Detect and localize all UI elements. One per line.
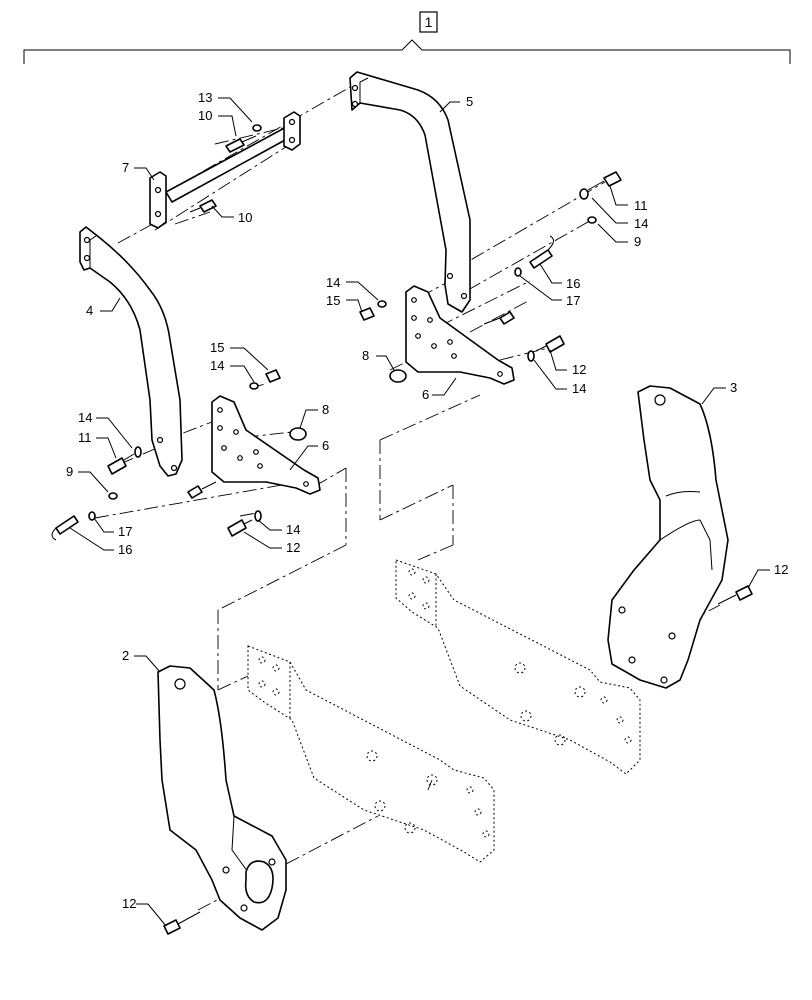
callout-8: 8 bbox=[322, 402, 329, 417]
callout-4: 4 bbox=[86, 303, 93, 318]
assembly-bracket: 1 bbox=[23, 11, 791, 64]
callout-12: 12 bbox=[572, 362, 586, 377]
callout-9: 9 bbox=[634, 234, 641, 249]
callout-7: 7 bbox=[122, 160, 129, 175]
callout-10: 10 bbox=[238, 210, 252, 225]
callout-2: 2 bbox=[122, 648, 129, 663]
callout-5: 5 bbox=[466, 94, 473, 109]
callout-15: 15 bbox=[326, 293, 340, 308]
leader-lines bbox=[69, 97, 770, 927]
callout-11: 11 bbox=[78, 430, 92, 445]
callout-13: 13 bbox=[198, 90, 212, 105]
callout-3: 3 bbox=[730, 380, 737, 395]
callout-16: 16 bbox=[566, 276, 580, 291]
callout-16: 16 bbox=[118, 542, 132, 557]
hardware bbox=[51, 124, 753, 935]
callout-6: 6 bbox=[322, 438, 329, 453]
callout-12: 12 bbox=[122, 896, 136, 911]
callout-14: 14 bbox=[634, 216, 648, 231]
callout-17: 17 bbox=[566, 293, 580, 308]
callout-17: 17 bbox=[118, 524, 132, 539]
part-4-left-arm bbox=[79, 226, 183, 477]
part-6-left-bracket bbox=[211, 395, 321, 495]
callout-14: 14 bbox=[78, 410, 92, 425]
part-5-right-arm bbox=[349, 71, 471, 313]
callout-15: 15 bbox=[210, 340, 224, 355]
part-7-cross-tube bbox=[149, 111, 301, 229]
callout-6: 6 bbox=[422, 387, 429, 402]
part-3-right-side-plate bbox=[607, 385, 729, 689]
callouts: 13 10 7 10 5 11 14 9 14 15 16 17 4 8 6 1… bbox=[66, 90, 788, 911]
assembly-number: 1 bbox=[425, 14, 433, 30]
callout-12: 12 bbox=[774, 562, 788, 577]
callout-14: 14 bbox=[286, 522, 300, 537]
callout-12: 12 bbox=[286, 540, 300, 555]
part-6-right-bracket bbox=[405, 285, 515, 385]
ghost-frame-right bbox=[395, 559, 641, 775]
callout-9: 9 bbox=[66, 464, 73, 479]
callout-10: 10 bbox=[198, 108, 212, 123]
callout-14: 14 bbox=[326, 275, 340, 290]
callout-14: 14 bbox=[572, 381, 586, 396]
callout-14: 14 bbox=[210, 358, 224, 373]
callout-11: 11 bbox=[634, 198, 648, 213]
ghost-frame-left bbox=[247, 645, 495, 863]
assembly-number-box bbox=[419, 11, 438, 33]
part-2-left-side-plate bbox=[157, 665, 287, 931]
callout-8: 8 bbox=[362, 348, 369, 363]
